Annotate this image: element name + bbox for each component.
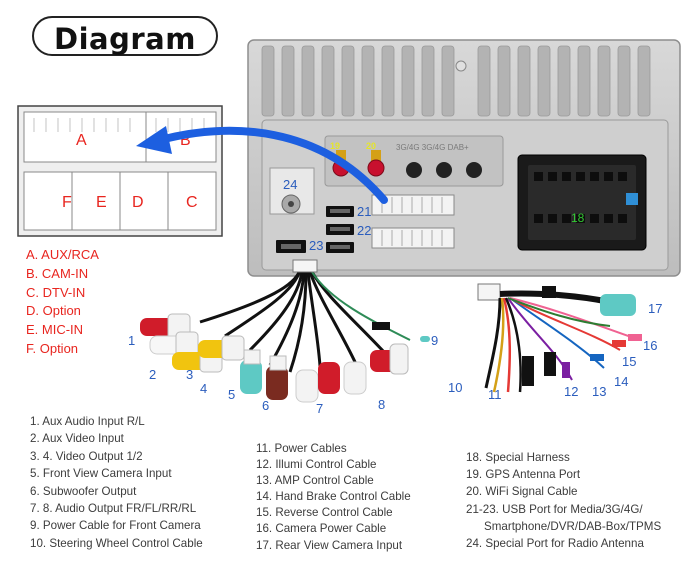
list-item: 18. Special Harness [466,451,570,464]
legend-item-c: C. DTV-IN [26,284,86,300]
usb-ports [276,206,354,253]
center-connector-top [371,194,455,216]
rca-cable-bundle [199,269,411,373]
legend-item-e: E. MIC-IN [26,322,84,338]
legend-item-a: A. AUX/RCA [26,247,99,262]
label-22: 22 [357,223,371,238]
list-item: 15. Reverse Control Cable [256,506,393,520]
connector-zoom-inset [17,105,223,237]
rca-number-5: 5 [228,387,235,402]
inset-letter-c: C [186,194,198,211]
label-18: 18 [571,211,585,225]
list-item: 10. Steering Wheel Control Cable [30,536,203,550]
list-item: 1. Aux Audio Input R/L [30,415,145,428]
harness-number-14: 14 [614,374,628,389]
inset-letter-e: E [96,194,107,211]
list-item: 2. Aux Video Input [30,432,124,446]
list-item: 12. Illumi Control Cable [256,458,377,472]
list-item: 14. Hand Brake Control Cable [256,490,411,504]
rca-number-3: 3 [186,367,193,382]
inset-letter-a: A [76,132,87,149]
rca-number-6: 6 [262,398,269,413]
rca-number-2: 2 [149,367,156,382]
inset-letter-f: F [62,194,72,211]
legend-item-b: B. CAM-IN [26,265,89,281]
label-23: 23 [309,238,323,253]
list-item: 24. Special Port for Radio Antenna [466,537,644,551]
legend-item-d: D. Option [26,303,81,319]
list-item: 3. 4. Video Output 1/2 [30,449,143,463]
list-item: 20. WiFi Signal Cable [466,485,578,499]
zoom-arrow [136,126,388,204]
harness-number-16: 16 [643,338,657,353]
list-item: Smartphone/DVR/DAB-Box/TPMS [484,519,662,533]
unit-back-panel: 3G/4G 3G/4G DAB+ 19 20 [247,39,681,277]
label-21: 21 [357,204,371,219]
connector-legend: A. AUX/RCA B. CAM-IN C. DTV-IN D. Option… [26,246,99,359]
list-item: 17. Rear View Camera Input [256,538,403,552]
diagram-title: Diagram [32,16,218,56]
list-item: 5. Front View Camera Input [30,467,172,481]
label-19: 19 [330,141,340,151]
harness-number-15: 15 [622,354,636,369]
diagram-drawing: 3G/4G 3G/4G DAB+ 19 20 [17,39,681,416]
power-harness [477,283,642,393]
rca-number-7: 7 [316,401,323,416]
center-connector-bottom [371,227,455,249]
list-item: 7. 8. Audio Output FR/FL/RR/RL [30,502,197,516]
rca-number-4: 4 [200,381,207,396]
inset-letter-b: B [180,132,191,149]
list-item: 6. Subwoofer Output [30,484,137,498]
description-column-3: 18. Special Harness 19. GPS Antenna Port… [466,449,661,552]
rca-plug-connector [292,259,318,273]
list-item: 13. AMP Control Cable [256,474,374,488]
description-column-2: 11. Power Cables 12. Illumi Control Cabl… [256,441,411,554]
harness-number-11: 11 [488,387,502,402]
list-item: 11. Power Cables [256,442,347,455]
rca-connectors [140,313,409,403]
legend-item-f: F. Option [26,340,79,356]
list-item: 19. GPS Antenna Port [466,468,581,482]
harness-number-17: 17 [648,301,662,316]
harness-number-13: 13 [592,384,606,399]
description-column-1: 1. Aux Audio Input R/L 2. Aux Video Inpu… [30,413,203,552]
list-item: 9. Power Cable for Front Camera [30,519,201,533]
modem-port-label: 3G/4G 3G/4G DAB+ [396,143,469,152]
rca-number-1: 1 [128,333,135,348]
wifi-antenna-connector [367,150,385,177]
front-camera-power-cable [372,322,430,342]
list-item: 21-23. USB Port for Media/3G/4G/ [466,502,643,516]
label-20: 20 [366,141,376,151]
list-item: 16. Camera Power Cable [256,522,387,536]
rca-number-9: 9 [431,333,438,348]
harness-number-10: 10 [448,380,462,395]
harness-number-12: 12 [564,384,578,399]
inset-letter-d: D [132,194,144,211]
label-24: 24 [283,177,297,192]
special-harness-socket [517,154,647,251]
rca-number-8: 8 [378,397,385,412]
diagram-title-text: Diagram [54,22,196,56]
